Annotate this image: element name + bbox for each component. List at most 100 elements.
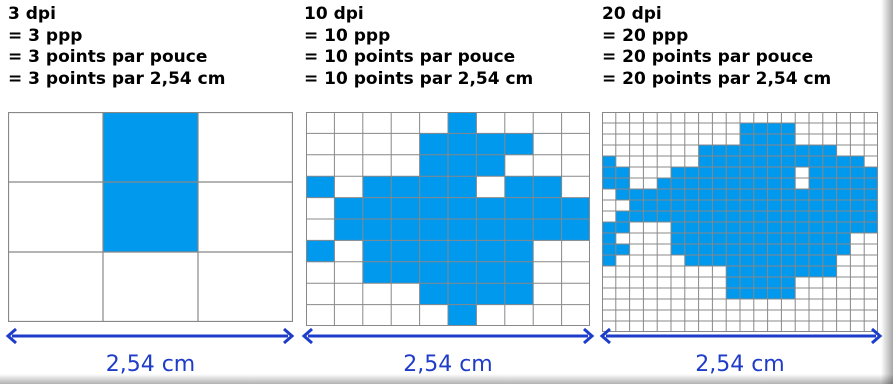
filled-pixel [643, 189, 657, 200]
filled-pixel [837, 222, 851, 233]
pixel-grid-3dpi [8, 112, 293, 322]
filled-pixel [657, 200, 671, 211]
filled-pixel [781, 277, 795, 288]
filled-pixel [768, 189, 782, 200]
filled-pixel [754, 167, 768, 178]
filled-pixel [837, 189, 851, 200]
filled-pixel [781, 134, 795, 145]
label-points-par-cm: = 20 points par 2,54 cm [602, 69, 831, 91]
filled-pixel [699, 222, 713, 233]
filled-pixel [850, 200, 864, 211]
filled-pixel [809, 211, 823, 222]
filled-pixel [864, 200, 878, 211]
label-points-par-cm: = 3 points par 2,54 cm [8, 69, 225, 91]
filled-pixel [699, 189, 713, 200]
filled-pixel [616, 167, 630, 178]
filled-pixel [823, 255, 837, 266]
filled-pixel [602, 222, 616, 233]
filled-pixel [823, 222, 837, 233]
filled-pixel [448, 219, 477, 241]
filled-pixel [726, 200, 740, 211]
filled-pixel [712, 189, 726, 200]
filled-pixel [699, 255, 713, 266]
filled-pixel [809, 178, 823, 189]
filled-pixel [671, 233, 685, 244]
filled-pixel [533, 198, 562, 220]
filled-pixel [306, 176, 335, 198]
filled-pixel [448, 198, 477, 220]
filled-pixel [754, 255, 768, 266]
measure-label: 2,54 cm [8, 352, 293, 377]
label-points-par-cm: = 10 points par 2,54 cm [304, 69, 533, 91]
label-points-par-pouce: = 10 points par pouce [304, 47, 533, 69]
filled-pixel [740, 189, 754, 200]
filled-pixel [768, 200, 782, 211]
filled-pixel [363, 240, 392, 262]
filled-pixel [533, 219, 562, 241]
filled-pixel [448, 155, 477, 177]
filled-pixel [768, 233, 782, 244]
filled-pixel [420, 133, 449, 155]
filled-pixel [795, 156, 809, 167]
filled-pixel [712, 255, 726, 266]
filled-pixel [712, 178, 726, 189]
filled-pixel [420, 198, 449, 220]
measure-arrow [4, 326, 296, 346]
filled-pixel [809, 255, 823, 266]
filled-pixel [643, 211, 657, 222]
filled-pixel [671, 178, 685, 189]
filled-pixel [712, 145, 726, 156]
filled-pixel [448, 176, 477, 198]
filled-pixel [685, 244, 699, 255]
filled-pixel [795, 189, 809, 200]
filled-pixel [712, 156, 726, 167]
pixel-grid-20dpi [602, 112, 878, 332]
panel-3dpi: 3 dpi = 3 ppp = 3 points par pouce = 3 p… [0, 0, 296, 384]
filled-pixel [630, 189, 644, 200]
filled-pixel [781, 167, 795, 178]
filled-pixel [363, 262, 392, 284]
filled-pixel [837, 167, 851, 178]
filled-pixel [795, 145, 809, 156]
filled-pixel [699, 244, 713, 255]
filled-pixel [864, 167, 878, 178]
filled-pixel [795, 266, 809, 277]
filled-pixel [809, 222, 823, 233]
filled-pixel [823, 233, 837, 244]
filled-pixel [768, 156, 782, 167]
filled-pixel [505, 283, 534, 305]
panel-20dpi: 20 dpi = 20 ppp = 20 points par pouce = … [598, 0, 888, 384]
filled-pixel [768, 211, 782, 222]
filled-pixel [781, 178, 795, 189]
filled-pixel [726, 277, 740, 288]
label-dpi: 20 dpi [602, 4, 831, 26]
filled-pixel [740, 277, 754, 288]
filled-pixel [740, 244, 754, 255]
filled-pixel [726, 145, 740, 156]
filled-pixel [754, 156, 768, 167]
filled-pixel [643, 200, 657, 211]
filled-pixel [448, 262, 477, 284]
filled-pixel [726, 178, 740, 189]
filled-pixel [699, 145, 713, 156]
filled-pixel [476, 198, 505, 220]
filled-pixel [781, 255, 795, 266]
filled-pixel [671, 167, 685, 178]
filled-pixel [420, 240, 449, 262]
filled-pixel [864, 222, 878, 233]
filled-pixel [740, 134, 754, 145]
filled-pixel [740, 233, 754, 244]
filled-pixel [602, 244, 616, 255]
filled-pixel [616, 189, 630, 200]
filled-pixel [781, 233, 795, 244]
filled-pixel [602, 255, 616, 266]
filled-pixel [850, 167, 864, 178]
filled-pixel [823, 266, 837, 277]
filled-pixel [809, 244, 823, 255]
filled-pixel [768, 222, 782, 233]
filled-pixel [420, 262, 449, 284]
filled-pixel [562, 198, 590, 220]
filled-pixel [699, 167, 713, 178]
filled-pixel [657, 189, 671, 200]
filled-pixel [837, 156, 851, 167]
